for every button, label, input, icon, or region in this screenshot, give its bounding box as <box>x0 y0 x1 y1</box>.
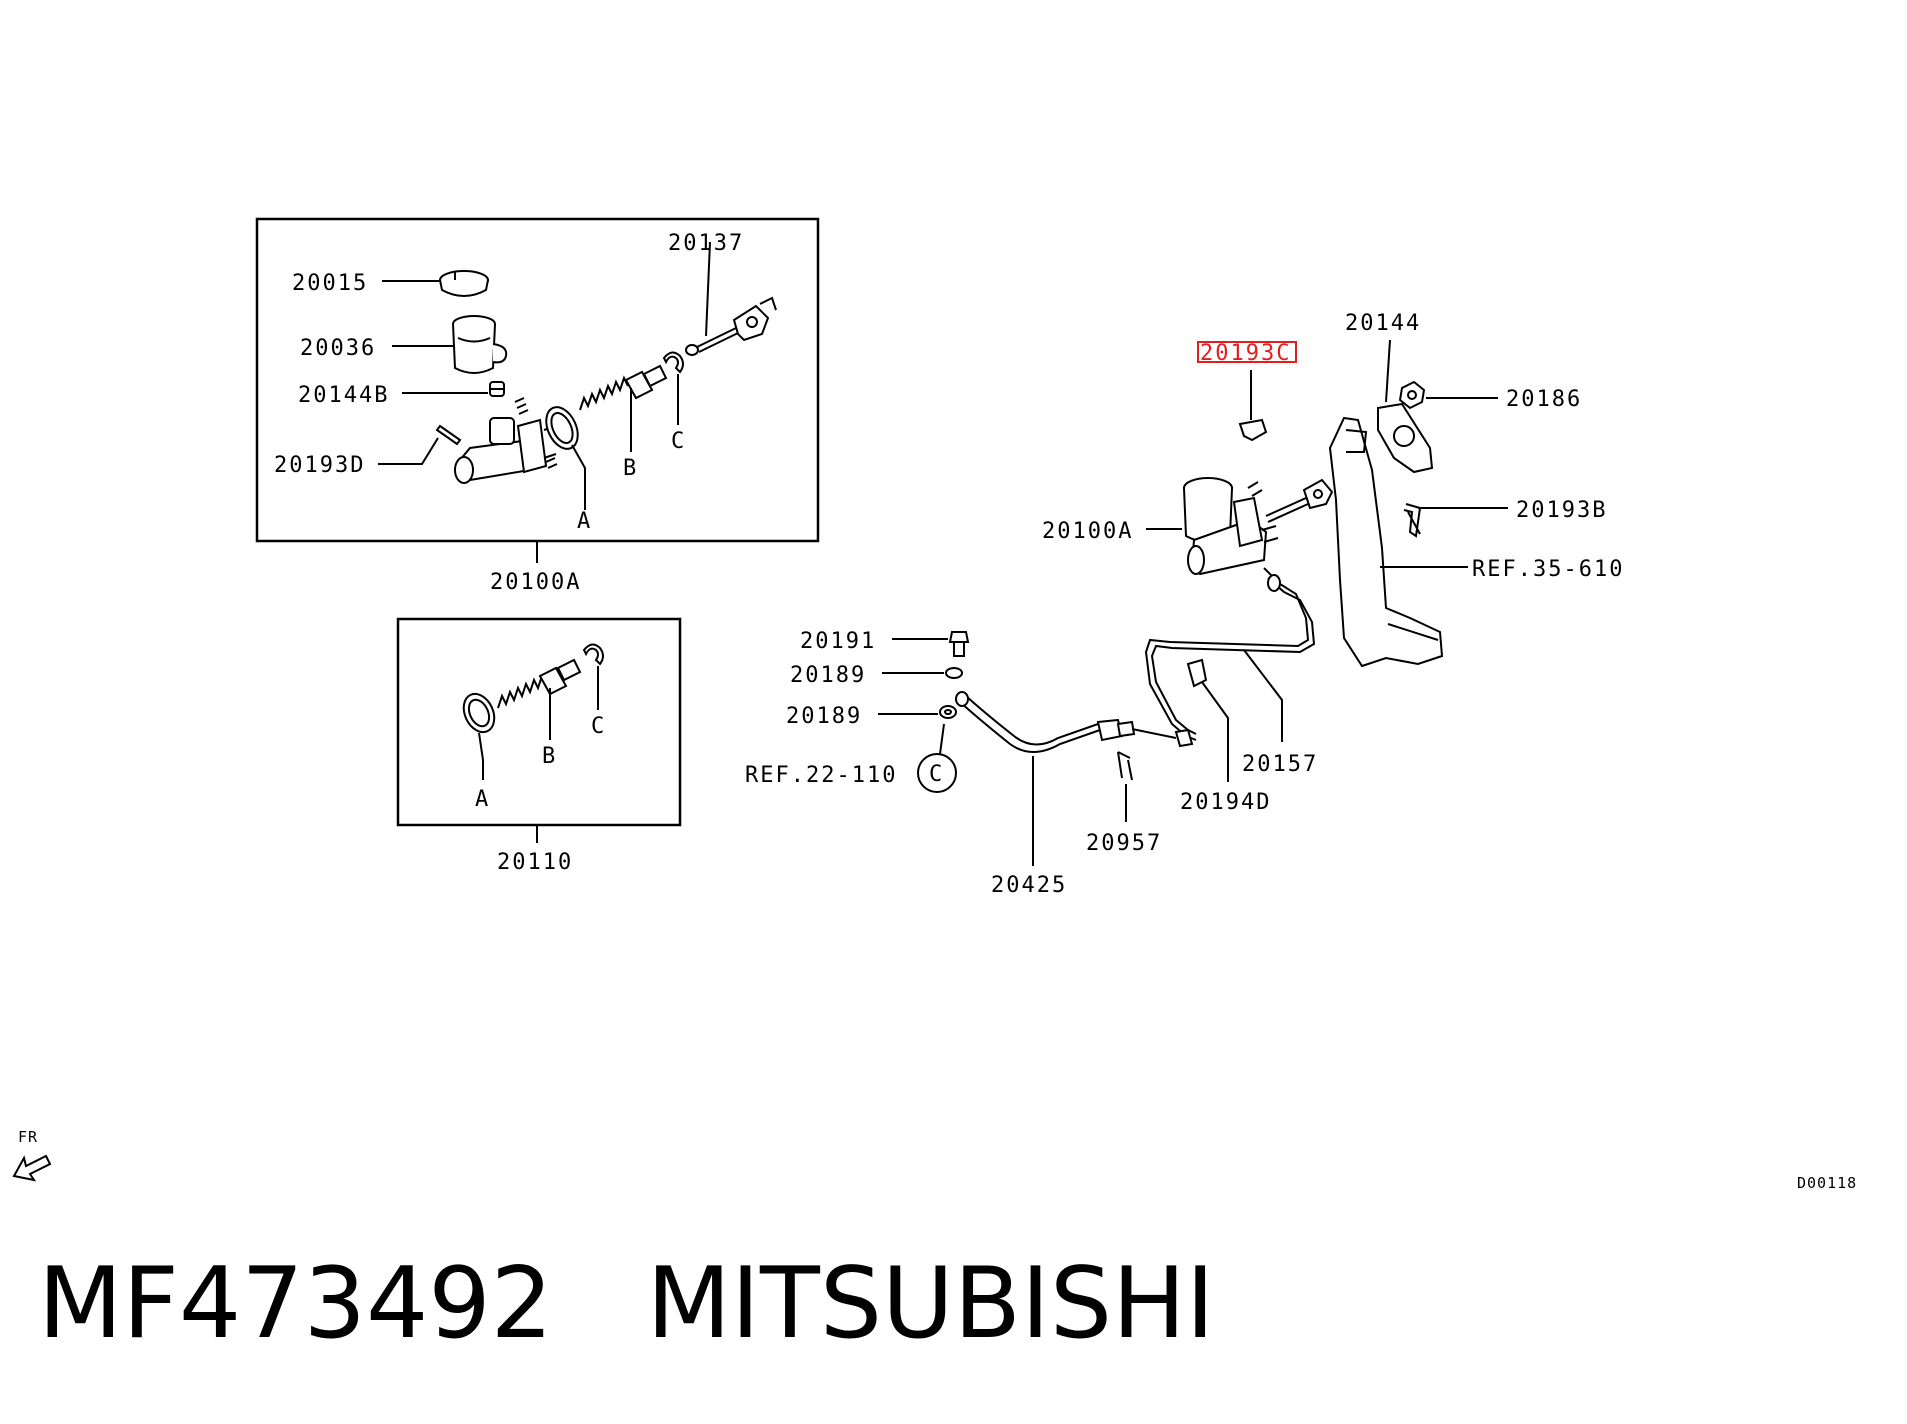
part-20189-washer-upper <box>945 667 963 679</box>
part-20189-washer-lower <box>939 705 957 719</box>
label-20036[interactable]: 20036 <box>300 336 376 361</box>
part-piston-b <box>579 364 668 411</box>
label-20015[interactable]: 20015 <box>292 271 368 296</box>
label-20425[interactable]: 20425 <box>991 873 1067 898</box>
part-clip-c <box>662 351 684 374</box>
label-box1-b[interactable]: B <box>623 456 638 481</box>
box-label-20110[interactable]: 20110 <box>497 850 573 875</box>
label-box2-a[interactable]: A <box>475 787 490 812</box>
label-20193D[interactable]: 20193D <box>274 453 365 478</box>
ref-circle <box>917 753 957 793</box>
label-20193B[interactable]: 20193B <box>1516 498 1607 523</box>
part-ring-a <box>545 406 579 450</box>
part-piston-b-kit <box>497 658 582 709</box>
part-20137-pushrod <box>685 296 777 356</box>
part-20193B-clip <box>1403 503 1422 538</box>
pedal-assembly: 20193C 20144 20186 20193 <box>745 311 1624 898</box>
drawing-code: D00118 <box>1797 1174 1857 1192</box>
part-20191-bolt <box>948 631 970 657</box>
part-master-cylinder-body <box>454 397 558 484</box>
part-caption: MF473492 MITSUBISHI <box>38 1255 1215 1353</box>
part-number: MF473492 <box>38 1247 554 1361</box>
label-20957[interactable]: 20957 <box>1086 831 1162 856</box>
label-20191[interactable]: 20191 <box>800 629 876 654</box>
label-ref-circle-c[interactable]: C <box>929 762 944 787</box>
box-label-20100A[interactable]: 20100A <box>490 570 581 595</box>
label-20189-upper[interactable]: 20189 <box>790 663 866 688</box>
assembly-box-frame <box>255 217 820 543</box>
assembly-box-20100A: 20100A 20015 20036 20144B 2019 <box>255 217 820 595</box>
label-box2-b[interactable]: B <box>542 744 557 769</box>
label-20186[interactable]: 20186 <box>1506 387 1582 412</box>
part-20100A-master-cylinder <box>1183 477 1334 576</box>
label-20100A-installed[interactable]: 20100A <box>1042 519 1133 544</box>
label-ref-22-110[interactable]: REF.22-110 <box>745 763 897 788</box>
label-box1-c[interactable]: C <box>671 429 686 454</box>
label-20144B[interactable]: 20144B <box>298 383 389 408</box>
repair-kit-box-frame <box>396 617 682 827</box>
part-20193C-pin <box>1238 418 1268 442</box>
label-box2-c[interactable]: C <box>591 714 606 739</box>
fr-label: FR <box>18 1128 38 1146</box>
label-20137[interactable]: 20137 <box>668 231 744 256</box>
label-20189-lower[interactable]: 20189 <box>786 704 862 729</box>
part-20157-pipe <box>1144 567 1316 741</box>
part-20036-reservoir <box>452 315 508 374</box>
label-20193C[interactable]: 20193C <box>1200 341 1291 366</box>
part-20425-hose <box>955 691 1194 753</box>
part-20015-cap <box>439 270 489 297</box>
part-ring-a-kit <box>462 692 496 734</box>
highlight-box-20193C <box>1197 341 1297 363</box>
part-20144B-grommet <box>489 381 505 397</box>
label-box1-a[interactable]: A <box>577 509 592 534</box>
part-20186-nut <box>1398 380 1426 410</box>
label-ref-35-610[interactable]: REF.35-610 <box>1472 557 1624 582</box>
part-20957-clip <box>1117 751 1133 781</box>
front-arrow-icon <box>12 1154 52 1182</box>
label-20144[interactable]: 20144 <box>1345 311 1421 336</box>
part-clutch-pedal <box>1328 416 1444 668</box>
assembly-box-20110: 20110 A B C <box>396 617 682 875</box>
part-20144-plate <box>1377 402 1434 474</box>
brand-name: MITSUBISHI <box>646 1247 1215 1361</box>
label-20157[interactable]: 20157 <box>1242 752 1318 777</box>
part-clip-c-kit <box>582 643 604 666</box>
front-direction-indicator: FR <box>12 1128 52 1182</box>
part-20193D-pin <box>435 424 462 446</box>
part-20194D-bracket <box>1186 658 1208 688</box>
label-20194D[interactable]: 20194D <box>1180 790 1271 815</box>
